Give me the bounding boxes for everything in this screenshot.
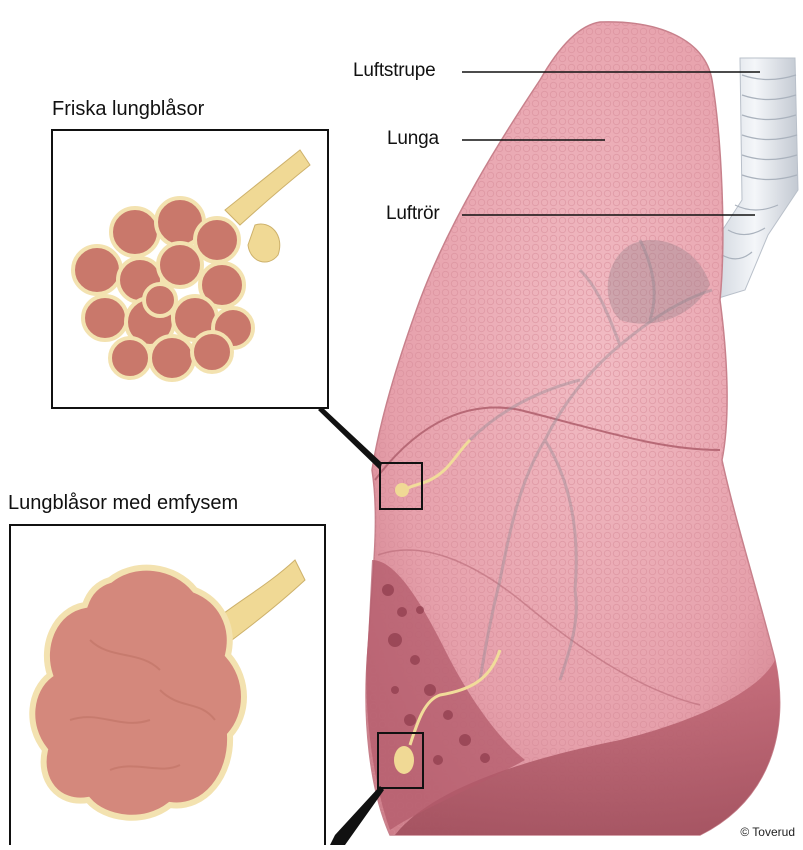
connector-healthy bbox=[318, 407, 382, 470]
label-luftstrupe: Luftstrupe bbox=[353, 60, 436, 82]
copyright-credit: © Toverud bbox=[740, 825, 795, 839]
alveolus-upper bbox=[395, 483, 409, 497]
label-lunga: Lunga bbox=[387, 128, 439, 150]
emphysema-inset bbox=[10, 525, 325, 845]
label-luftror: Luftrör bbox=[386, 203, 440, 225]
alveolus-lower bbox=[394, 746, 414, 774]
connector-emphysema bbox=[330, 786, 384, 845]
healthy-inset-title: Friska lungblåsor bbox=[52, 98, 204, 121]
emphysema-inset-title: Lungblåsor med emfysem bbox=[8, 492, 238, 515]
trachea bbox=[712, 58, 798, 300]
healthy-inset bbox=[52, 130, 328, 408]
